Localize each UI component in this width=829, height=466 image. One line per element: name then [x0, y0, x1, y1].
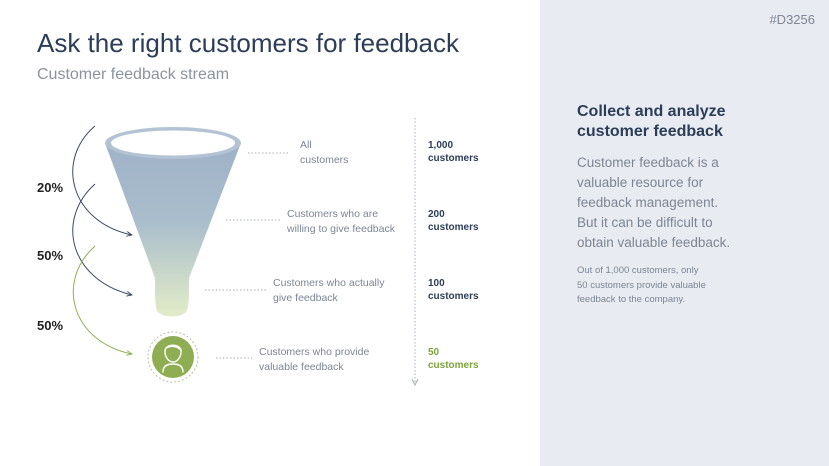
conversion-rate-3: 50% [37, 318, 64, 333]
person-badge-ring [147, 331, 199, 383]
stage-count-willing: 200 customers [428, 209, 479, 233]
funnel-shape [105, 143, 241, 317]
side-note: Out of 1,000 customers, only 50 customer… [577, 265, 706, 305]
funnel-diagram [72, 118, 419, 387]
side-panel: #D3256 Collect and analyze customer feed… [540, 0, 829, 466]
side-body-text: Customer feedback is a valuable resource… [577, 155, 731, 250]
scale-axis-arrowhead [411, 378, 419, 387]
slide-code: #D3256 [769, 12, 815, 27]
step-arrow-2 [72, 183, 132, 295]
person-icon [162, 344, 184, 373]
stage-count-actual: 100 customers [428, 278, 479, 302]
stage-count-valuable: 50 customers [428, 347, 479, 371]
stage-count-all: 1,000 customers [428, 140, 479, 164]
stage-label-all: All customers [300, 139, 349, 166]
page-subtitle: Customer feedback stream [37, 66, 230, 83]
page-title: Ask the right customers for feedback [37, 28, 459, 58]
funnel-rim-inner [111, 130, 235, 156]
stage-label-actual: Customers who actually give feedback [273, 277, 385, 304]
conversion-rate-1: 20% [37, 180, 64, 195]
side-heading: Collect and analyze customer feedback [577, 103, 726, 140]
stage-label-willing: Customers who are willing to give feedba… [287, 208, 395, 235]
conversion-rate-2: 50% [37, 248, 64, 263]
step-arrow-3 [72, 245, 132, 354]
person-badge [152, 336, 194, 378]
step-arrow-1 [72, 125, 132, 235]
stage-label-valuable: Customers who provide valuable feedback [259, 346, 370, 373]
